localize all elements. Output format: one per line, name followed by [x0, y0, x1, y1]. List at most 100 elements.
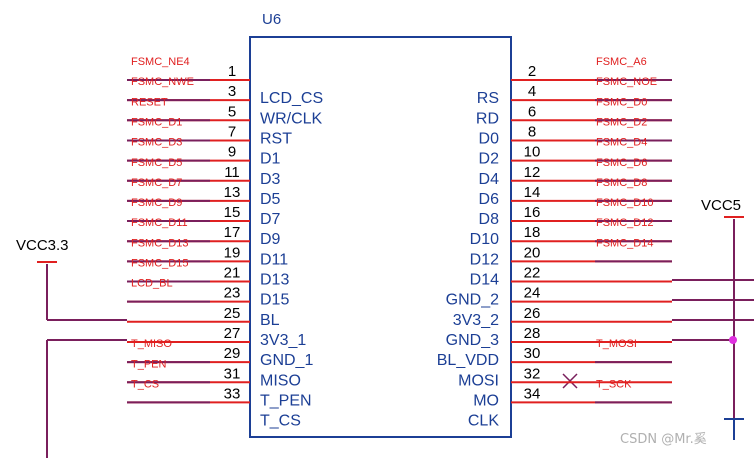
pin-number: 21: [224, 265, 241, 282]
pin-label: D14: [470, 272, 499, 289]
component-body: [249, 36, 512, 438]
net-label: T_SCK: [596, 378, 632, 390]
pin-label: D5: [260, 191, 281, 208]
pin-label: T_PEN: [260, 392, 312, 409]
pin-number: 12: [524, 164, 541, 181]
pin-number: 22: [524, 265, 541, 282]
net-label: LCD_BL: [131, 278, 173, 290]
net-label: FSMC_NWE: [131, 76, 194, 88]
pin-number: 9: [228, 144, 236, 161]
pin-label: CLK: [468, 413, 499, 430]
pin-label: D8: [479, 211, 500, 228]
net-label: FSMC_D9: [131, 197, 182, 209]
pin-number: 7: [228, 123, 236, 140]
net-label: FSMC_D2: [596, 116, 647, 128]
pin-label: D13: [260, 272, 289, 289]
net-label: FSMC_NOE: [596, 76, 657, 88]
pin-number: 23: [224, 285, 241, 302]
pin-number: 28: [524, 325, 541, 342]
pins: 1FSMC_NE43FSMC_NWELCD_CS5RESETWR/CLK7FSM…: [127, 56, 672, 430]
net-label: FSMC_A6: [596, 56, 647, 68]
pin-label: D4: [479, 171, 500, 188]
net-label: T_CS: [131, 378, 159, 390]
pin-number: 2: [528, 63, 536, 80]
pin-number: 27: [224, 325, 241, 342]
pin-label: RD: [476, 110, 499, 127]
pin-number: 32: [524, 365, 541, 382]
net-label: FSMC_D13: [131, 237, 188, 249]
pin-number: 11: [224, 164, 240, 181]
net-label: FSMC_D7: [131, 177, 182, 189]
net-label: FSMC_D5: [131, 157, 182, 169]
pin-number: 18: [524, 224, 541, 241]
pin-number: 25: [224, 305, 241, 322]
net-label: FSMC_D1: [131, 116, 182, 128]
pin-number: 19: [224, 244, 241, 261]
pin-label: D2: [479, 151, 500, 168]
pin-label: BL: [260, 312, 280, 329]
pin-label: MOSI: [458, 372, 499, 389]
pin-number: 6: [528, 103, 536, 120]
pin-label: WR/CLK: [260, 110, 323, 127]
pin-label: 3V3_1: [260, 332, 306, 349]
no-connect-x-b: [562, 373, 578, 389]
net-label: FSMC_D8: [596, 177, 647, 189]
net-label: T_MOSI: [596, 338, 637, 350]
pin-number: 24: [524, 285, 541, 302]
net-label: FSMC_D4: [596, 137, 647, 149]
wires: [37, 216, 754, 458]
pin-label: D9: [260, 231, 281, 248]
vcc5-label: VCC5: [701, 197, 741, 214]
pin-number: 16: [524, 204, 541, 221]
net-label: FSMC_D3: [131, 137, 182, 149]
pin-number: 34: [524, 385, 541, 402]
pin-label: D7: [260, 211, 281, 228]
pin-number: 8: [528, 123, 536, 140]
pin-number: 13: [224, 184, 241, 201]
pin-number: 4: [528, 83, 536, 100]
pin-number: 5: [228, 103, 236, 120]
pin-number: 26: [524, 305, 541, 322]
net-label: FSMC_D10: [596, 197, 653, 209]
pin-label: BL_VDD: [437, 352, 499, 369]
pin-label: D15: [260, 292, 289, 309]
pin-number: 31: [224, 365, 241, 382]
net-label: T_MISO: [131, 338, 172, 350]
pin-label: GND_3: [446, 332, 499, 349]
pin-number: 1: [228, 63, 236, 80]
pin-number: 3: [228, 83, 236, 100]
net-label: FSMC_D14: [596, 237, 653, 249]
net-label: FSMC_D15: [131, 258, 188, 270]
pin-label: D12: [470, 251, 499, 268]
net-label: FSMC_D12: [596, 217, 653, 229]
pin-number: 30: [524, 345, 541, 362]
net-label: FSMC_D0: [596, 96, 647, 108]
watermark: CSDN @Mr.奚: [620, 432, 707, 447]
pin-label: RS: [477, 90, 499, 107]
pin-label: RST: [260, 130, 292, 147]
pin-label: GND_1: [260, 352, 313, 369]
junction-dot: [729, 336, 737, 344]
pin-label: LCD_CS: [260, 90, 323, 107]
pin-number: 29: [224, 345, 241, 362]
pin-label: D6: [479, 191, 500, 208]
pin-label: MO: [473, 392, 499, 409]
pin-number: 20: [524, 244, 541, 261]
vcc33-label: VCC3.3: [16, 237, 69, 254]
pin-label: 3V3_2: [453, 312, 499, 329]
net-label: T_PEN: [131, 358, 167, 370]
pin-label: D0: [479, 130, 500, 147]
net-label: FSMC_D6: [596, 157, 647, 169]
pin-number: 33: [224, 385, 241, 402]
pin-label: T_CS: [260, 413, 301, 430]
net-label: RESET: [131, 96, 168, 108]
pin-number: 15: [224, 204, 241, 221]
pin-label: GND_2: [446, 292, 499, 309]
pin-label: D1: [260, 151, 281, 168]
pin-label: D3: [260, 171, 281, 188]
net-label: FSMC_D11: [131, 217, 188, 229]
pin-label: MISO: [260, 372, 301, 389]
pin-number: 10: [524, 144, 541, 161]
net-label: FSMC_NE4: [131, 56, 190, 68]
